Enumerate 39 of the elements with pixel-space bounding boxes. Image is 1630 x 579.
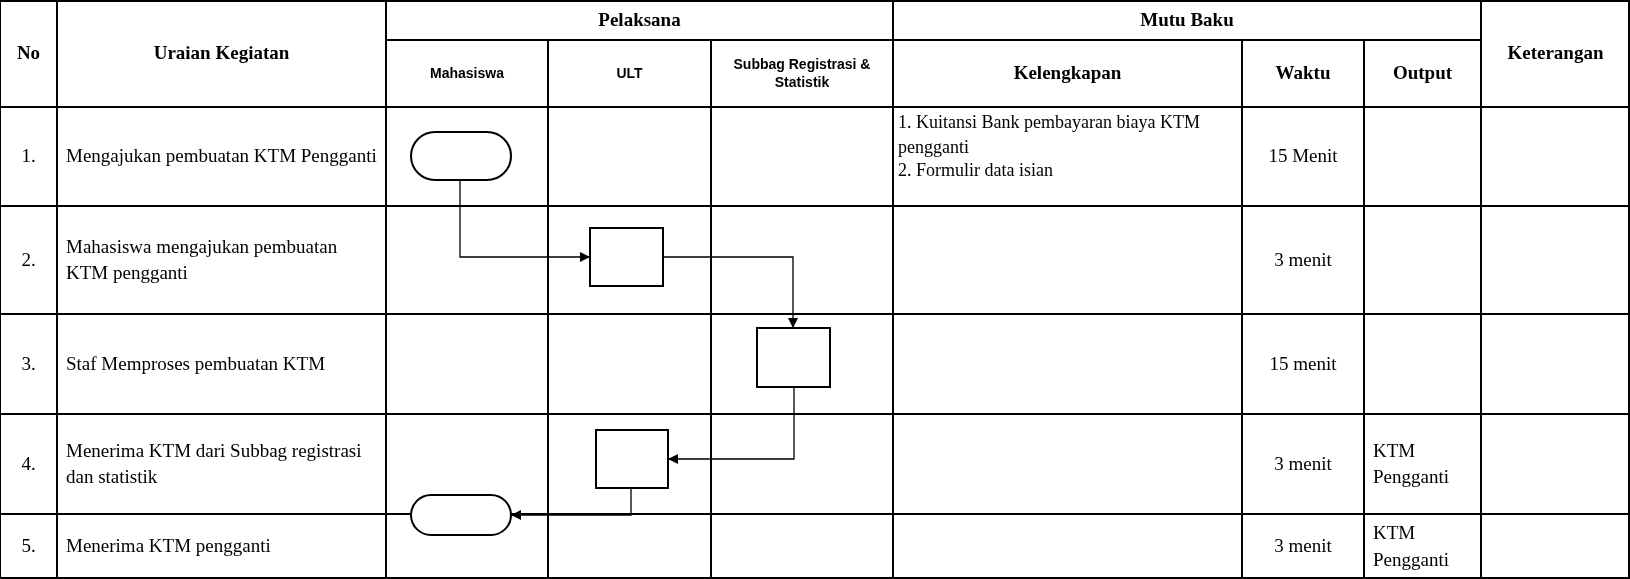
arrow (668, 387, 795, 464)
terminator-shape (410, 494, 512, 536)
column-header: Keterangan (1507, 41, 1604, 66)
table-text: KTM Pengganti (1373, 521, 1450, 572)
table-text: 15 menit (1269, 351, 1337, 376)
table-text: Mahasiswa mengajukan pembuatan KTM pengganti (66, 234, 339, 285)
column-header: Mahasiswa (430, 64, 504, 83)
column-header: Subbag Registrasi & Statistik (732, 56, 872, 91)
table-text: 3 menit (1274, 534, 1332, 559)
column-header: ULT (616, 64, 643, 83)
table-text: 3. (21, 351, 36, 376)
terminator-shape (410, 131, 512, 181)
table-text: 3 menit (1274, 451, 1332, 476)
table-text: 3 menit (1274, 247, 1332, 272)
table-text: 15 Menit (1268, 144, 1338, 169)
table-text: 5. (21, 534, 36, 559)
table-text: KTM Pengganti (1373, 438, 1450, 489)
process-box (756, 327, 831, 388)
process-box (595, 429, 669, 489)
table-text: Menerima KTM dari Subbag registrasi dan statistik (66, 438, 363, 489)
column-header: Mutu Baku (1140, 7, 1234, 32)
table-text: Mengajukan pembuatan KTM Pengganti (66, 144, 377, 169)
arrow (459, 180, 590, 262)
table-text: 4. (21, 451, 36, 476)
table-text: 2. Formulir data isian (898, 159, 1053, 182)
arrow (663, 256, 798, 328)
column-header: Waktu (1275, 61, 1331, 86)
arrow (511, 488, 632, 520)
table-text: Staf Memproses pembuatan KTM (66, 351, 326, 376)
table-text: 1. (21, 144, 36, 169)
column-header: Output (1392, 61, 1453, 86)
column-header: No (16, 41, 41, 66)
table-text: 1. Kuitansi Bank pembayaran biaya KTM pengganti (898, 111, 1201, 159)
table-text: Menerima KTM pengganti (66, 534, 271, 559)
column-header: Kelengkapan (1013, 61, 1122, 86)
table-text: 2. (21, 247, 36, 272)
column-header: Uraian Kegiatan (153, 41, 290, 66)
process-box (589, 227, 664, 287)
column-header: Pelaksana (598, 7, 681, 32)
